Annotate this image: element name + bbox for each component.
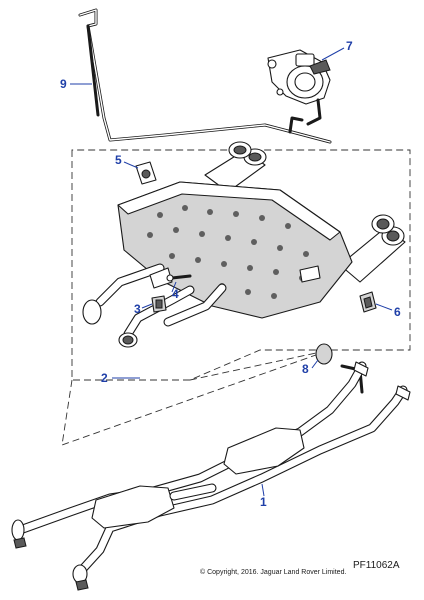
callout-label-2: 2 bbox=[101, 371, 108, 385]
callout-label-3: 3 bbox=[134, 302, 141, 316]
callout-label-1: 1 bbox=[260, 495, 267, 509]
callout-label-6: 6 bbox=[394, 305, 401, 319]
vacuum-actuator bbox=[267, 49, 331, 126]
callout-label-5: 5 bbox=[115, 153, 122, 167]
callout-label-7: 7 bbox=[346, 39, 353, 53]
callout-9: 9 bbox=[60, 77, 92, 91]
figure-reference: PF11062A bbox=[353, 560, 400, 571]
rubber-isolator-6 bbox=[359, 291, 377, 313]
rear-muffler-assembly bbox=[82, 141, 406, 348]
callout-label-8: 8 bbox=[302, 362, 309, 376]
callout-label-4: 4 bbox=[172, 287, 179, 301]
hanger-bolt bbox=[166, 274, 192, 282]
callout-label-9: 9 bbox=[60, 77, 67, 91]
shield-dimples bbox=[147, 205, 309, 299]
heat-shield-rod bbox=[78, 8, 332, 144]
callout-8: 8 bbox=[302, 359, 319, 376]
dashed-assembly-frame bbox=[61, 149, 411, 446]
callout-1: 1 bbox=[260, 483, 267, 509]
front-exhaust-pipe bbox=[11, 361, 411, 591]
callout-6: 6 bbox=[375, 303, 401, 319]
callout-4: 4 bbox=[171, 281, 179, 301]
callout-3: 3 bbox=[134, 302, 153, 316]
callout-7: 7 bbox=[321, 39, 353, 61]
rubber-isolator-3 bbox=[151, 295, 167, 313]
callout-5: 5 bbox=[115, 153, 139, 169]
callout-2: 2 bbox=[101, 371, 140, 385]
copyright-text: © Copyright, 2016. Jaguar Land Rover Lim… bbox=[200, 568, 346, 576]
